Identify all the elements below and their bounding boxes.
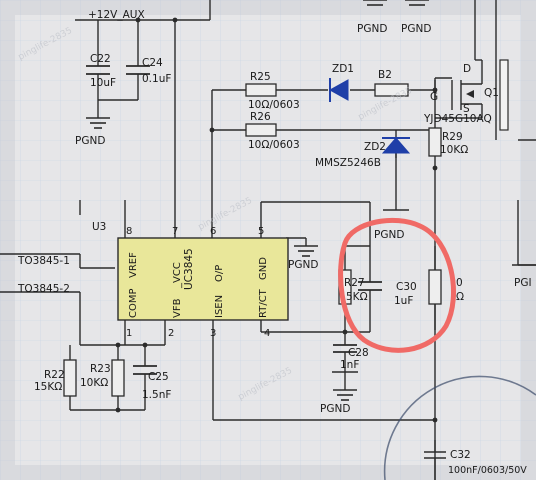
overlay-circle-arc [383, 375, 536, 480]
pin6-number: 6 [210, 226, 216, 237]
pin8-number: 8 [126, 226, 132, 237]
r22-label: R22 [44, 369, 65, 381]
right-edge-component [499, 59, 509, 131]
pin-op-label: O/P [214, 265, 225, 282]
pgnd-top1-label: PGND [357, 23, 387, 35]
c30-value: 1uF [394, 295, 413, 307]
pgnd-c28-label: PGND [320, 403, 350, 415]
q1-drain-label: D [463, 63, 471, 75]
component-labels: +12V_AUX PGND PGND C22 10uF C24 0.1uF PG… [17, 9, 532, 476]
c24-label: C24 [142, 57, 163, 69]
q1-mosfet-arrow [466, 90, 474, 98]
to3845-2-label: TO3845-2 [17, 283, 70, 295]
pgnd-right-label: PGI [514, 277, 532, 289]
pin-rtct-label: RT/CT [258, 288, 269, 318]
pin-comp-label: COMP [128, 288, 139, 318]
r22-value: 15KΩ [34, 381, 62, 393]
pin-vref-label: VREF [128, 252, 139, 278]
pin-vcc-label: _VCC [172, 262, 183, 289]
pin2-number: 2 [168, 328, 174, 339]
pin5-number: 5 [258, 226, 264, 237]
pin-vfb-label: VFB [172, 298, 183, 318]
c30-label: C30 [396, 281, 417, 293]
pin7-number: 7 [172, 226, 178, 237]
c22-label: C22 [90, 53, 111, 65]
c24-value: 0.1uF [142, 73, 171, 85]
ic-part-label: UC3845 [183, 248, 195, 290]
c25-value: 1.5nF [142, 389, 171, 401]
c28-label: C28 [348, 347, 369, 359]
c22-value: 10uF [90, 77, 116, 89]
zd2-diode-symbol [381, 137, 411, 154]
capacitors [86, 65, 382, 375]
r23-value: 10KΩ [80, 377, 108, 389]
pin4-number: 4 [264, 328, 270, 339]
r29-label: R29 [442, 131, 463, 143]
uc3845-ic-body [117, 237, 289, 321]
rail-label: +12V_AUX [88, 9, 145, 21]
r26-value: 10Ω/0603 [248, 139, 300, 151]
to3845-1-label: TO3845-1 [17, 255, 70, 267]
r25-value: 10Ω/0603 [248, 99, 300, 111]
q1-label: Q1 [484, 87, 499, 99]
q1-value: YJD45G10AQ [423, 113, 492, 125]
c32-value: 100nF/0603/50V [448, 465, 527, 476]
ground-symbols [86, 0, 536, 401]
c28-value: 1nF [340, 359, 359, 371]
r23-label: R23 [90, 363, 111, 375]
pgnd-top2-label: PGND [401, 23, 431, 35]
r27-value: 5KΩ [346, 291, 368, 303]
partial-r-label: 0 [456, 277, 463, 289]
pgnd-zd2-label: PGND [374, 229, 404, 241]
q1-gate-label: G [430, 91, 438, 103]
r27-label: R27 [344, 277, 365, 289]
r26-label: R26 [250, 111, 271, 123]
zd2-value: MMSZ5246B [315, 157, 381, 169]
pgnd-ic-label: PGND [288, 259, 318, 271]
r25-label: R25 [250, 71, 271, 83]
partial-r-value: Ω [456, 291, 464, 303]
zd2-label: ZD2 [364, 141, 386, 153]
pgnd-c22-label: PGND [75, 135, 105, 147]
c32-label: C32 [450, 449, 471, 461]
zd1-diode-symbol [328, 79, 349, 101]
resistors [63, 83, 442, 397]
pin1-number: 1 [126, 328, 132, 339]
pin3-number: 3 [210, 328, 216, 339]
pin-gnd-label: GND [258, 257, 269, 280]
pin-isen-label: ISEN [214, 295, 225, 318]
r29-value: 10KΩ [440, 144, 468, 156]
u3-label: U3 [92, 221, 106, 233]
b2-label: B2 [378, 69, 392, 81]
red-highlight-circle [338, 217, 456, 353]
c25-label: C25 [148, 371, 169, 383]
zd1-label: ZD1 [332, 63, 354, 75]
q1-source-label: S [463, 103, 470, 115]
zener-diodes [328, 78, 411, 154]
